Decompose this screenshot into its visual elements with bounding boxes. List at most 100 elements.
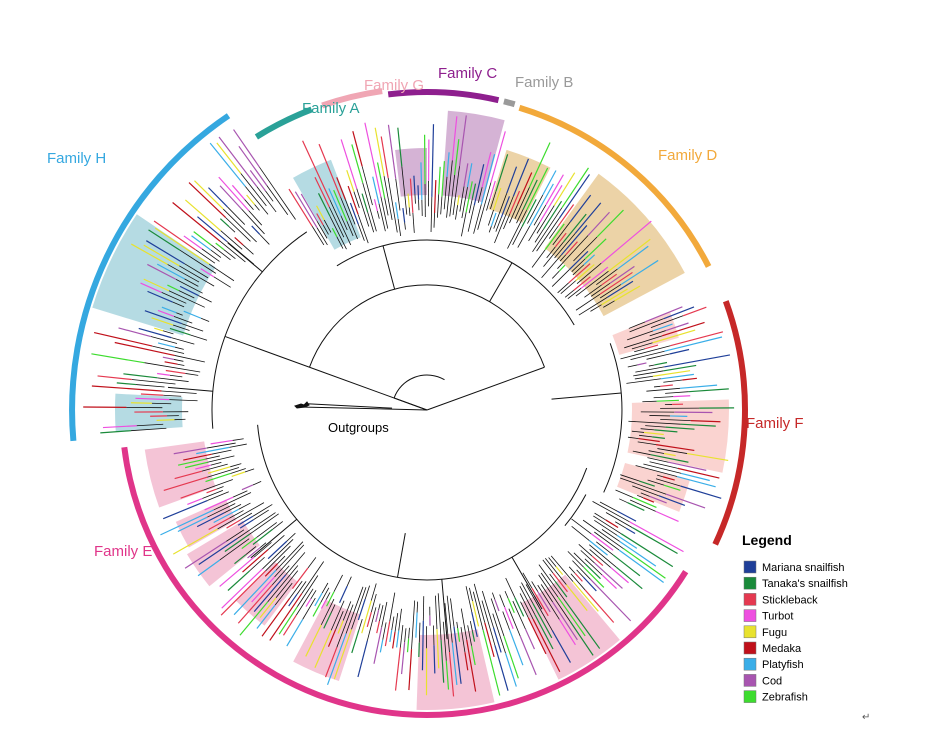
branch xyxy=(244,468,255,473)
branch xyxy=(230,468,246,474)
branch xyxy=(219,240,246,263)
tip-branch xyxy=(226,519,241,529)
tip-branch xyxy=(528,142,551,188)
branch xyxy=(150,336,178,344)
branch xyxy=(207,491,229,501)
branch xyxy=(631,430,645,433)
branch xyxy=(567,551,585,568)
tip-branch xyxy=(261,597,291,637)
tip-branch xyxy=(542,170,557,196)
branch xyxy=(637,441,657,446)
branch xyxy=(481,590,494,628)
branch xyxy=(647,457,669,463)
tip-branch xyxy=(445,660,450,690)
branch xyxy=(163,394,182,397)
branch xyxy=(275,541,304,571)
tip-branch xyxy=(599,271,633,295)
tip-branch xyxy=(278,606,298,635)
branch xyxy=(594,531,620,551)
family-a-label: Family A xyxy=(302,100,360,117)
tip-branch xyxy=(574,202,602,234)
branch xyxy=(358,618,363,631)
family-arcs xyxy=(69,88,748,718)
tip-branch xyxy=(619,540,657,567)
branch xyxy=(259,233,270,245)
branch xyxy=(244,199,254,211)
branch xyxy=(639,434,653,438)
branch xyxy=(206,442,236,449)
tip-branch xyxy=(157,309,175,317)
tip-branch xyxy=(666,493,706,509)
tip-branch xyxy=(584,589,615,623)
tip-branch xyxy=(509,629,524,666)
branch xyxy=(380,196,389,229)
branch xyxy=(599,284,622,299)
branch xyxy=(172,324,190,331)
tip-branch xyxy=(357,598,366,621)
branch xyxy=(210,462,222,466)
tip-branch xyxy=(665,322,689,332)
tip-branch xyxy=(196,446,230,455)
legend-item-label: Platyfish xyxy=(762,659,804,671)
tip-branch xyxy=(655,510,679,523)
tip-branch xyxy=(102,425,137,429)
legend-item-label: Mariana snailfish xyxy=(762,562,845,574)
branch xyxy=(649,330,666,337)
tip-branch xyxy=(220,570,267,616)
tip-branch xyxy=(471,601,480,627)
branch xyxy=(630,350,665,361)
tip-branch xyxy=(218,176,250,211)
branch xyxy=(575,270,609,297)
tip-branch xyxy=(590,578,632,622)
branch xyxy=(582,519,624,549)
tip-branch xyxy=(457,195,460,206)
tip-branch xyxy=(148,229,181,251)
branch xyxy=(307,403,393,409)
tip-branch xyxy=(458,115,467,167)
branch xyxy=(533,204,547,226)
tip-branch xyxy=(234,554,247,565)
tip-branch xyxy=(402,207,406,223)
family-d-label: Family D xyxy=(658,147,717,164)
family-c-label: Family C xyxy=(438,65,497,82)
branch xyxy=(477,182,492,230)
branch xyxy=(538,564,566,602)
tip-branch xyxy=(627,502,645,511)
inner-arc-h xyxy=(211,231,308,429)
branch xyxy=(543,241,564,267)
tip-branch xyxy=(524,628,536,650)
return-mark: ↵ xyxy=(862,712,871,723)
tip-branch xyxy=(617,245,649,270)
tip-branch xyxy=(558,174,590,219)
tip-branch xyxy=(408,649,413,691)
tip-branch xyxy=(532,618,561,672)
tip-branch xyxy=(616,510,637,522)
tip-branch xyxy=(193,231,212,246)
branch xyxy=(627,364,638,368)
branch xyxy=(190,334,208,341)
tip-branch xyxy=(251,225,261,235)
branch xyxy=(265,190,274,202)
tip-branch xyxy=(318,143,342,198)
branch xyxy=(592,501,630,523)
tip-branch xyxy=(242,549,269,573)
tip-branch xyxy=(288,593,298,607)
branch xyxy=(570,573,586,591)
tip-branch xyxy=(433,645,436,674)
tip-branch xyxy=(649,495,667,504)
branch xyxy=(540,572,559,598)
tip-branch xyxy=(670,331,724,347)
branch xyxy=(514,187,530,219)
branch xyxy=(473,204,482,234)
tip-branch xyxy=(184,461,208,469)
tip-branch xyxy=(616,534,638,549)
tip-branch xyxy=(553,172,576,206)
tip-branch xyxy=(504,606,514,629)
clade-highlight xyxy=(627,399,729,473)
branch xyxy=(564,289,575,298)
tip-branch xyxy=(195,464,211,470)
legend-item-label: Cod xyxy=(762,675,782,687)
branch xyxy=(440,196,443,215)
branch xyxy=(167,264,200,283)
tip-branch xyxy=(664,336,723,352)
